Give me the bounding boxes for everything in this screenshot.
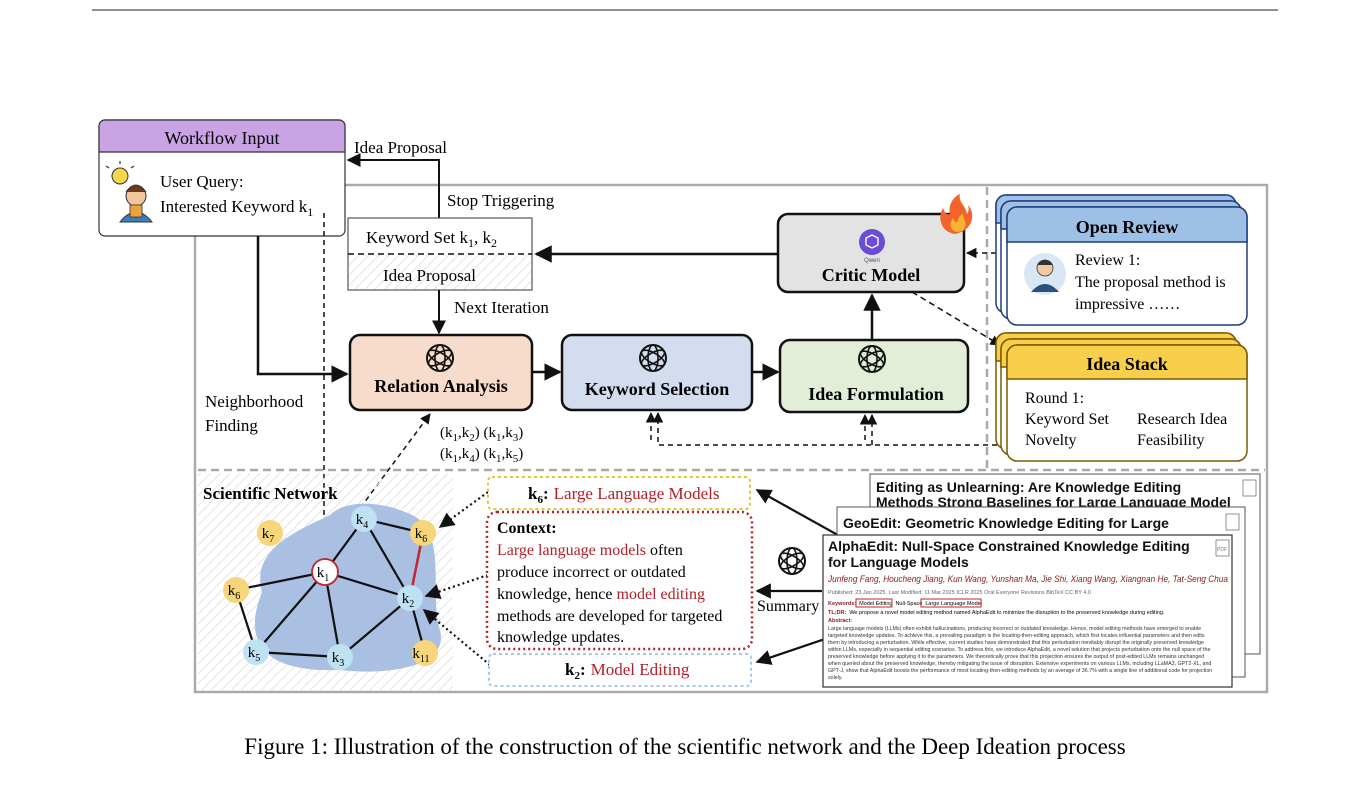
node-k7: k6 [223, 577, 249, 603]
user-query-label: User Query: [160, 172, 244, 191]
node-link-arrows [422, 491, 491, 666]
svg-text:Editing as Unlearning: Are Kno: Editing as Unlearning: Are Knowledge Edi… [876, 479, 1181, 495]
keyword-pairs: (k1,k2) (k1,k3) (k1,k4) (k1,k5) [440, 425, 523, 465]
node-k3: k3 [327, 644, 353, 670]
keyword-selection-label: Keyword Selection [585, 379, 729, 399]
neighborhood-label-1: Neighborhood [205, 392, 304, 411]
svg-text:within LLMs, especially in seq: within LLMs, especially in sequential ed… [828, 647, 1210, 653]
open-review-stack: Open Review Review 1: The proposal metho… [995, 194, 1248, 326]
idea-stack-title: Idea Stack [1086, 354, 1168, 374]
svg-text:k6:Large Language Models: k6:Large Language Models [528, 484, 720, 506]
keyword-set-text: Keyword Set k1, k2 [366, 228, 497, 250]
svg-text:for Language Models: for Language Models [828, 554, 969, 570]
node-k8: k7 [257, 520, 283, 546]
svg-text:produce incorrect or outdated: produce incorrect or outdated [497, 564, 686, 581]
idea-stack-research-idea: Research Idea [1137, 411, 1227, 428]
idea-stack-feasibility: Feasibility [1137, 432, 1205, 449]
idea-formulation-label: Idea Formulation [808, 384, 944, 404]
reviewer-avatar-icon [1024, 253, 1066, 295]
interested-keyword-label: Interested Keyword k1 [160, 197, 313, 219]
openai-logo-icon [858, 345, 886, 373]
node-k1: k1 [311, 558, 339, 586]
svg-text:Methods Strong Baselines for L: Methods Strong Baselines for Large Langu… [876, 494, 1231, 510]
pair-row-2: (k1,k4) (k1,k5) [440, 446, 523, 465]
paper-title: AlphaEdit: Null-Space Constrained Knowle… [828, 538, 1190, 554]
svg-text:when queried about the preserv: when queried about the preserved knowled… [828, 661, 1211, 667]
network-blob [254, 503, 441, 672]
node-k6: k6 [410, 520, 436, 546]
open-review-title: Open Review [1076, 217, 1179, 237]
k2-keyword-box: k2:Model Editing [488, 653, 752, 687]
keyword-selection-box: Keyword Selection [560, 333, 754, 412]
idea-stack-novelty: Novelty [1025, 432, 1077, 449]
node-k2: k2 [397, 585, 423, 611]
svg-text:Large language models (LLMs) o: Large language models (LLMs) often exhib… [828, 626, 1201, 632]
openai-logo-icon [639, 344, 667, 372]
node-k11: k11 [412, 640, 438, 666]
node-k5: k5 [243, 639, 269, 665]
node-k4: k4 [351, 506, 377, 532]
idea-stack-round: Round 1: [1025, 390, 1084, 407]
svg-text:methods are developed for targ: methods are developed for targeted [497, 608, 722, 625]
k6-keyword-box: k6:Large Language Models [487, 476, 751, 510]
pdf-icon [1215, 539, 1230, 557]
critic-model-box: Qwen Critic Model [776, 194, 973, 294]
outer-frame [193, 183, 1269, 694]
review-line-3: impressive …… [1075, 296, 1180, 313]
idea-proposal-arrow [346, 153, 440, 218]
workflow-input-title: Workflow Input [164, 128, 279, 148]
relation-analysis-label: Relation Analysis [374, 376, 508, 396]
svg-text:TL;DR:We propose a novel model: TL;DR:We propose a novel model editing m… [828, 610, 1165, 616]
openai-logo-icon [426, 344, 454, 372]
user-icon [105, 161, 154, 223]
svg-text:targeted knowledge updates. To: targeted knowledge updates. To achieve t… [828, 633, 1205, 639]
svg-text:GeoEdit: Geometric Knowledge E: GeoEdit: Geometric Knowledge Editing for… [843, 515, 1169, 531]
svg-text:GPT-J, show that AlphaEdit boo: GPT-J, show that AlphaEdit boosts the pe… [828, 668, 1212, 674]
svg-text:k2:Model Editing: k2:Model Editing [565, 660, 690, 682]
review-line-2: The proposal method is [1075, 274, 1226, 291]
input-to-relation-arrow [256, 236, 349, 383]
svg-text:Junfeng Fang, Houcheng Jiang,: Junfeng Fang, Houcheng Jiang, Kun Wang, … [827, 574, 1228, 585]
scientific-network-title: Scientific Network [203, 484, 338, 503]
idea-stack: Idea Stack Round 1: Keyword Set Research… [995, 332, 1248, 462]
stop-triggering-label: Stop Triggering [447, 191, 555, 210]
relation-analysis-box: Relation Analysis [348, 333, 534, 412]
svg-text:preserved knowledge before app: preserved knowledge before applying it t… [828, 654, 1204, 660]
flame-icon [940, 194, 973, 234]
figure-caption: Figure 1: Illustration of the constructi… [244, 734, 1125, 759]
svg-text:Large language models often: Large language models often [497, 542, 683, 559]
svg-text:Published: 23 Jan 2025, Last M: Published: 23 Jan 2025, Last Modified: 1… [828, 590, 1091, 596]
pair-row-1: (k1,k2) (k1,k3) [440, 425, 523, 444]
svg-text:knowledge, hence model editing: knowledge, hence model editing [497, 586, 705, 603]
svg-text:Abstract:: Abstract: [828, 618, 852, 624]
summary-label: Summary [757, 598, 819, 615]
svg-text:solely.: solely. [828, 675, 843, 681]
svg-text:Qwen: Qwen [864, 258, 880, 264]
next-iteration-label: Next Iteration [454, 298, 549, 317]
context-box: Context: Large language models often pro… [485, 510, 754, 651]
paper-card-1: AlphaEdit: Null-Space Constrained Knowle… [822, 534, 1233, 688]
svg-text:PDF: PDF [1217, 547, 1227, 553]
qwen-logo-icon [859, 229, 885, 255]
idea-formulation-box: Idea Formulation [778, 338, 970, 414]
idea-stack-keyword-set: Keyword Set [1025, 411, 1110, 428]
keyword-set-box: Keyword Set k1, k2 Idea Proposal [347, 217, 533, 291]
workflow-input-box: Workflow Input User Query: Interested Ke… [98, 119, 346, 237]
review-line-1: Review 1: [1075, 252, 1140, 269]
neighborhood-label-2: Finding [205, 416, 258, 435]
openai-logo-icon [778, 547, 806, 575]
scientific-network: Scientific Network k7 k6 k4 k6 k1 k2 k5 … [198, 473, 453, 690]
keyword-set-idea-proposal: Idea Proposal [383, 266, 476, 285]
critic-to-idea-stack-arrow [911, 291, 1001, 346]
svg-text:them by introducing a perturba: them by introducing a perturbation. Whil… [828, 640, 1204, 646]
svg-text:knowledge updates.: knowledge updates. [497, 629, 624, 646]
idea-proposal-top-label: Idea Proposal [354, 138, 447, 157]
idea-stack-feedback-arrows [645, 411, 1024, 446]
context-title: Context: [497, 520, 557, 537]
critic-model-label: Critic Model [822, 265, 920, 285]
